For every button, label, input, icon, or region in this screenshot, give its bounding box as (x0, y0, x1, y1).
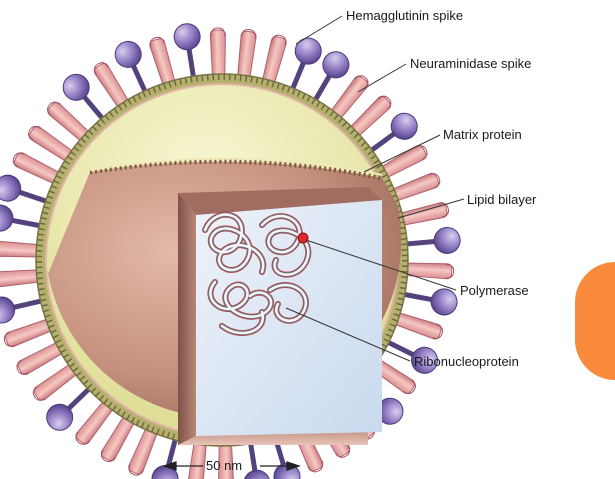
label-matrix-protein: Matrix protein (443, 127, 522, 143)
label-hemagglutinin-spike: Hemagglutinin spike (346, 8, 463, 24)
neuraminidase-spike (400, 226, 461, 257)
polymerase-dot (298, 233, 308, 243)
orange-side-tab (575, 262, 615, 380)
label-ribonucleoprotein: Ribonucleoprotein (414, 354, 519, 370)
label-polymerase: Polymerase (460, 283, 529, 299)
label-neuraminidase-spike: Neuraminidase spike (410, 56, 531, 72)
label-lipid-bilayer: Lipid bilayer (467, 192, 536, 208)
hemagglutinin-spike (401, 261, 454, 279)
hemagglutinin-spike (210, 28, 226, 80)
scale-bar-label: 50 nm (206, 458, 242, 474)
cavity-left-wall (178, 193, 196, 445)
